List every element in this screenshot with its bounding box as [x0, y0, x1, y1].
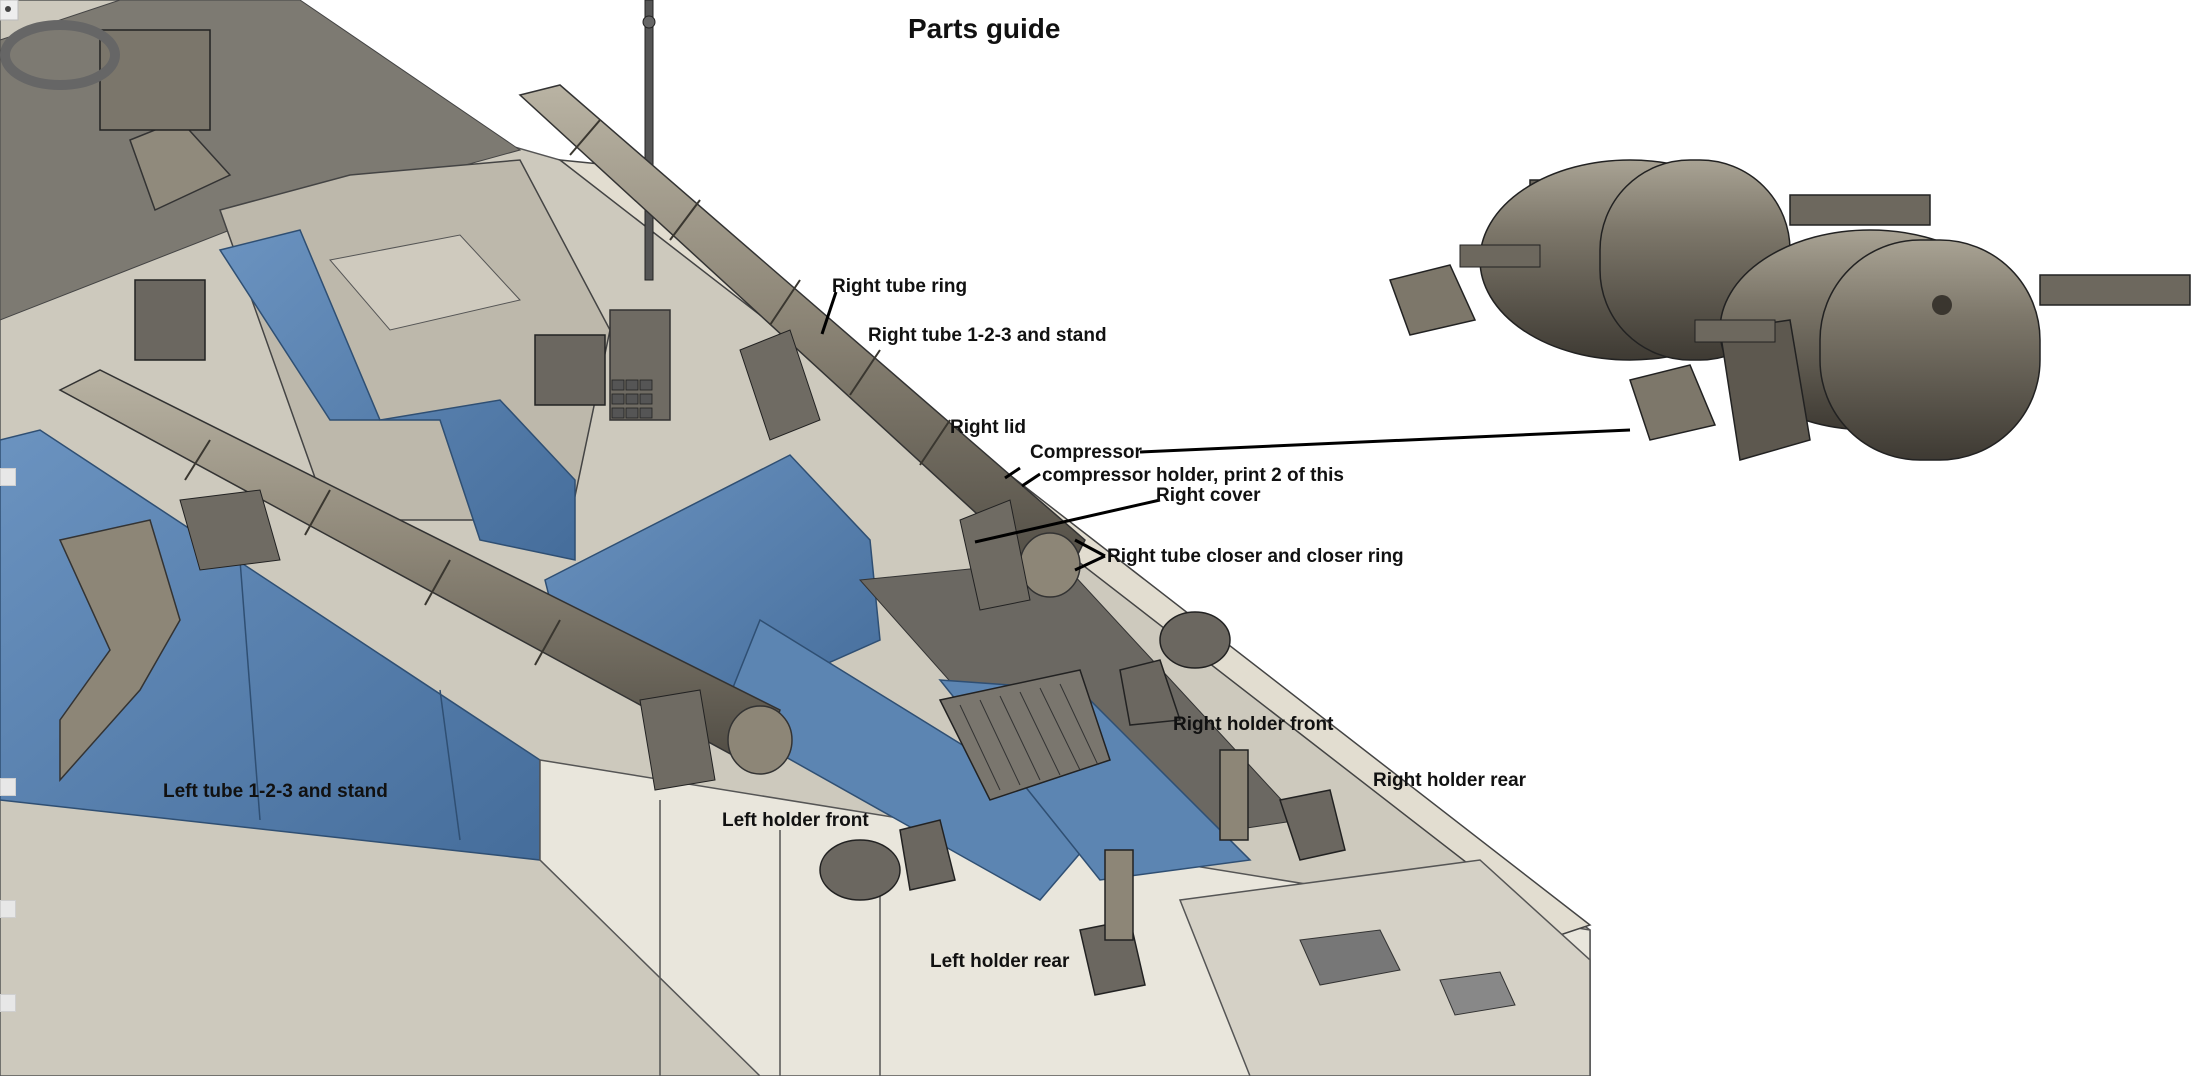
compressor-detail — [1389, 159, 2191, 461]
label-left-holder-front: Left holder front — [722, 810, 869, 831]
side-panel-tab[interactable] — [0, 900, 16, 918]
left-torpedo-tube — [58, 369, 793, 791]
label-right-cover: Right cover — [1156, 485, 1261, 506]
label-right-holder-rear: Right holder rear — [1373, 770, 1527, 791]
side-panel-tab[interactable] — [0, 778, 16, 796]
label-right-tube-closer: Right tube closer and closer ring — [1107, 546, 1404, 567]
right-torpedo-tube — [518, 84, 1086, 611]
label-compressor-holder: compressor holder, print 2 of this — [1042, 465, 1344, 486]
label-right-holder-front: Right holder front — [1173, 714, 1334, 735]
compressor-unit-front — [1629, 229, 2191, 461]
label-compressor: Compressor — [1030, 442, 1142, 463]
compressor-holders-on-deck — [819, 611, 1346, 996]
cockpit — [0, 0, 1302, 901]
side-panel-tab[interactable] — [0, 994, 16, 1012]
label-right-lid: Right lid — [950, 417, 1026, 438]
label-left-holder-rear: Left holder rear — [930, 951, 1070, 972]
keypad-grid — [611, 379, 653, 419]
label-right-tube-ring: Right tube ring — [832, 276, 968, 297]
label-right-tube-stand: Right tube 1-2-3 and stand — [868, 325, 1107, 346]
leader-lines — [820, 291, 1631, 572]
label-left-tube-stand: Left tube 1-2-3 and stand — [163, 781, 388, 802]
side-panel-tab[interactable] — [0, 468, 16, 486]
page-title: Parts guide — [908, 13, 1061, 44]
